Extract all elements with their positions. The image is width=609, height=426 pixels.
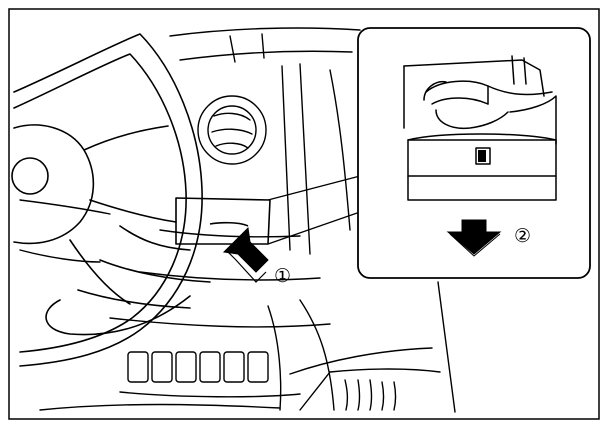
detail-view-border [357,27,591,279]
release-lever-drawing [403,55,557,201]
detail-leader-lines [267,175,361,245]
step-2-label: ② [514,225,531,247]
dashboard [19,27,456,413]
outer-border [8,8,600,420]
push-arrow-icon [222,226,269,283]
pull-down-arrow-icon [446,219,502,257]
detail-view: ② [357,27,591,279]
steering-wheel [11,33,211,367]
step-1-label: ① [274,265,291,287]
